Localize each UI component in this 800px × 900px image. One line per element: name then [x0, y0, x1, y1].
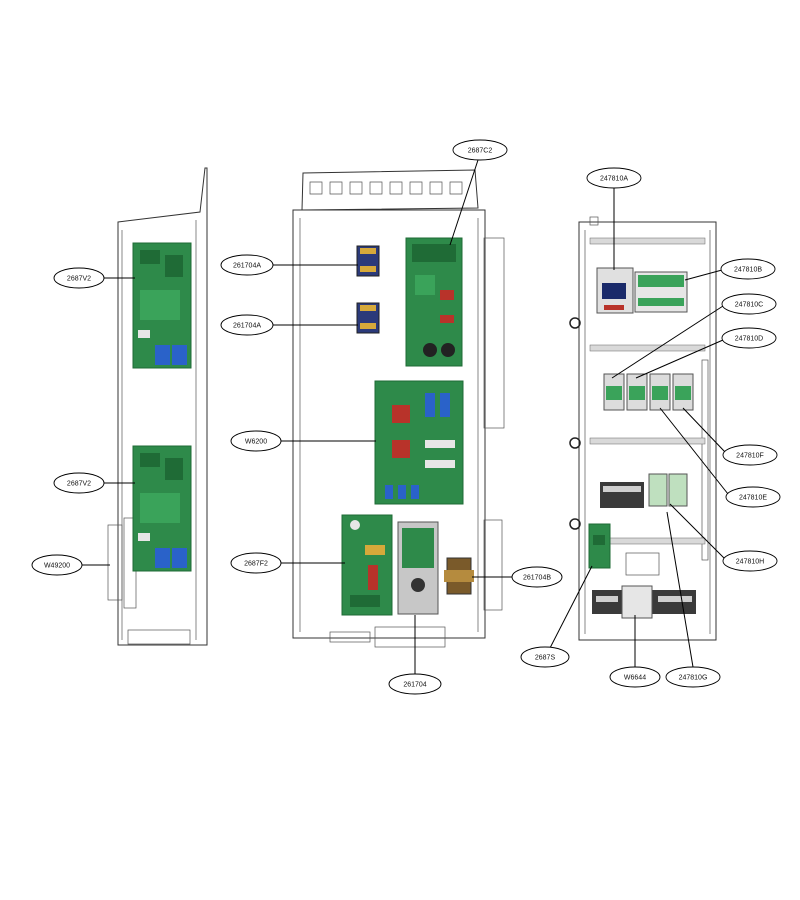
callout-label: 247810E	[739, 495, 767, 502]
callout-label: 2687F2	[244, 561, 268, 568]
module-row	[603, 373, 694, 411]
din-rail-2	[589, 344, 706, 352]
callout-247810e: 247810E	[659, 407, 781, 508]
callout-w6200: W6200	[230, 430, 376, 452]
callout-261704b: 261704B	[472, 566, 563, 588]
callout-2687v2-top: 2687V2	[53, 267, 135, 289]
callout-w6644: W6644	[609, 615, 661, 688]
callout-2687s: 2687S	[520, 565, 593, 668]
terminal-block-top	[600, 482, 644, 508]
transformer-261704b	[444, 557, 474, 595]
callout-label: 247810B	[734, 267, 762, 274]
callout-label: 247810D	[735, 336, 763, 343]
callout-261704a-top: 261704A	[220, 254, 358, 276]
callout-247810c: 247810C	[611, 293, 777, 379]
din-rail-1	[589, 237, 706, 245]
filter-board-w6200	[374, 380, 464, 505]
board-2687f2	[341, 514, 393, 616]
module-247810h	[648, 473, 688, 507]
callout-label: W49200	[44, 563, 70, 570]
power-supply-261704	[397, 521, 439, 615]
callout-2687c2: 2687C2	[449, 139, 508, 246]
callout-label: 2687C2	[468, 148, 493, 155]
callout-label: 261704	[403, 682, 426, 689]
callout-261704: 261704	[388, 615, 442, 695]
relay-top	[356, 245, 380, 277]
vent-slots	[309, 181, 463, 195]
callout-label: 247810G	[679, 675, 708, 682]
callout-label: 247810F	[736, 453, 764, 460]
callout-w49200: W49200	[31, 554, 110, 576]
callout-247810h: 247810H	[669, 503, 778, 572]
board-2687c2	[405, 237, 463, 367]
controller-247810a	[596, 267, 634, 314]
right-panel	[569, 216, 717, 641]
callout-label: 261704A	[233, 263, 261, 270]
callout-label: W6644	[624, 675, 646, 682]
callout-247810d: 247810D	[635, 327, 777, 379]
callout-247810a: 247810A	[586, 167, 642, 270]
callout-label: 2687S	[535, 655, 556, 662]
callout-2687v2-bottom: 2687V2	[53, 472, 135, 494]
din-rail-3	[589, 437, 706, 445]
module-247810b	[634, 271, 688, 313]
callout-247810g: 247810G	[665, 511, 721, 688]
callout-label: 261704B	[523, 575, 551, 582]
callout-label: W6200	[245, 439, 267, 446]
callout-label: 247810H	[736, 559, 764, 566]
left-panel	[107, 167, 208, 646]
control-board-bottom	[132, 445, 192, 572]
control-board-top	[132, 242, 192, 369]
terminal-block-bottom	[592, 585, 696, 619]
callout-label: 2687V2	[67, 276, 91, 283]
relay-bottom	[356, 302, 380, 334]
callout-247810f: 247810F	[682, 407, 778, 466]
callout-label: 247810C	[735, 302, 763, 309]
callout-label: 247810A	[600, 176, 628, 183]
center-panel	[292, 169, 505, 648]
callout-2687f2: 2687F2	[230, 552, 345, 574]
callout-247810b: 247810B	[684, 258, 776, 281]
board-2687s	[588, 523, 611, 569]
callout-261704a-bottom: 261704A	[220, 314, 358, 336]
callout-label: 261704A	[233, 323, 261, 330]
callout-label: 2687V2	[67, 481, 91, 488]
